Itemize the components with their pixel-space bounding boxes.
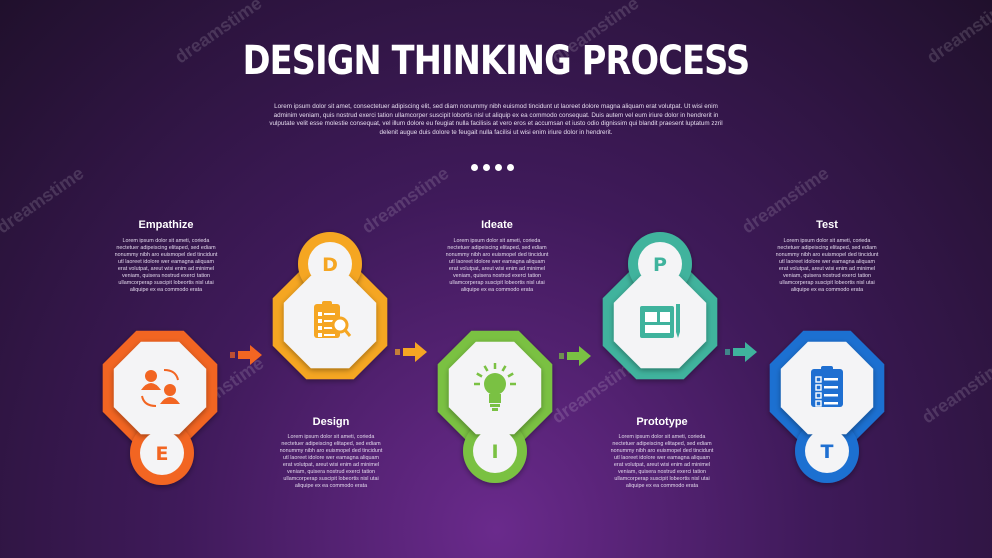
stage-empathize: E bbox=[102, 330, 218, 485]
stage-prototype-badge bbox=[638, 242, 682, 286]
stage-empathize-letter: E bbox=[156, 443, 169, 465]
stage-ideate-badge bbox=[473, 429, 517, 473]
stage-description-design: Lorem ipsum dolor sit ameti, corieda nec… bbox=[279, 434, 383, 489]
stage-title-test: Test bbox=[816, 219, 838, 231]
stage-description-test: Lorem ipsum dolor sit ameti, corieda nec… bbox=[775, 238, 879, 293]
connector-arrow-icon bbox=[559, 346, 591, 366]
stage-empathize-inner-shape bbox=[113, 341, 207, 435]
stage-empathize-badge bbox=[140, 431, 184, 475]
stage-design-badge bbox=[308, 242, 352, 286]
stage-ideate: I bbox=[437, 330, 553, 483]
lightbulb-icon bbox=[474, 363, 516, 411]
stage-title-empathize: Empathize bbox=[138, 219, 194, 231]
stage-ideate-letter: I bbox=[491, 441, 498, 463]
stage-title-design: Design bbox=[312, 416, 350, 428]
connector-arrow-icon bbox=[725, 342, 757, 362]
connector-arrow-icon bbox=[230, 345, 262, 365]
stage-test-badge bbox=[805, 429, 849, 473]
stage-description-ideate: Lorem ipsum dolor sit ameti, corieda nec… bbox=[445, 238, 549, 293]
people-exchange-icon bbox=[141, 369, 180, 407]
stage-prototype-letter: P bbox=[653, 254, 667, 276]
stage-test: T bbox=[769, 330, 885, 483]
intro-paragraph: Lorem ipsum dolor sit amet, consectetuer… bbox=[269, 103, 723, 136]
stage-prototype: P bbox=[602, 232, 718, 380]
stage-test-letter: T bbox=[821, 441, 834, 463]
connector-arrow-icon bbox=[395, 342, 427, 362]
page-title: DESIGN THINKING PROCESS bbox=[242, 38, 751, 84]
pagination-dots bbox=[471, 158, 519, 176]
blueprint-icon bbox=[640, 304, 680, 338]
stage-description-empathize: Lorem ipsum dolor sit ameti, corieda nec… bbox=[114, 238, 218, 293]
stage-design-letter: D bbox=[322, 254, 338, 276]
stage-title-prototype: Prototype bbox=[636, 416, 688, 428]
stage-design: D bbox=[272, 232, 388, 380]
stage-title-ideate: Ideate bbox=[481, 219, 513, 231]
checklist-search-icon bbox=[314, 301, 352, 338]
test-clipboard-icon bbox=[811, 366, 843, 407]
stage-description-prototype: Lorem ipsum dolor sit ameti, corieda nec… bbox=[610, 434, 714, 489]
